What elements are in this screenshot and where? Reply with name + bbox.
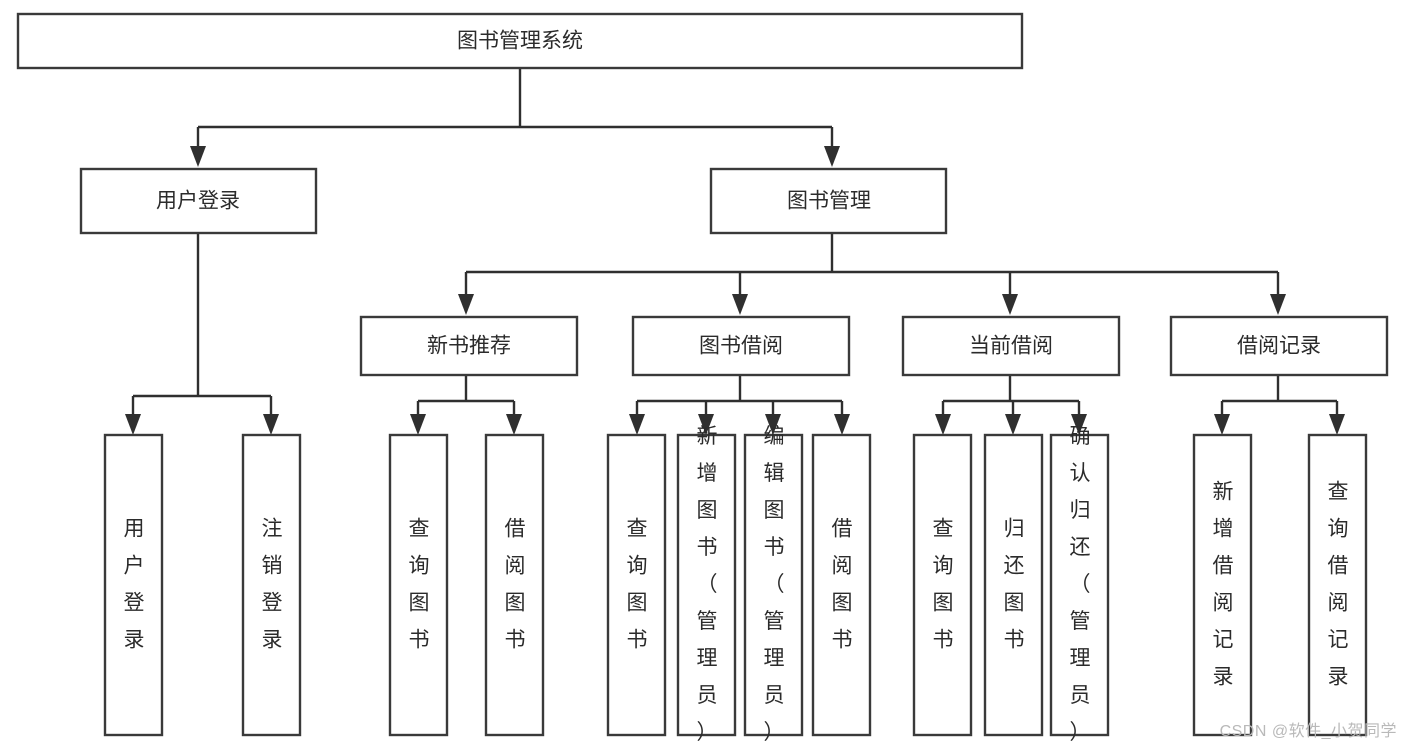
node-leaf-query-record[interactable]: 查询借阅记录 [1307, 433, 1368, 737]
node-leaf-query-book-1[interactable]: 查询图书 [388, 433, 449, 737]
node-book-borrow-box[interactable] [631, 315, 851, 377]
arrow-head-leaf-borrow-book-2 [834, 414, 850, 435]
arrow-head-leaf-query-book-3 [935, 414, 951, 435]
node-leaf-borrow-book-2-box[interactable] [811, 433, 872, 737]
connector-layer [125, 68, 1345, 435]
arrow-head-leaf-user-login [125, 414, 141, 435]
node-leaf-confirm-return-box[interactable] [1049, 433, 1110, 737]
node-new-book-recommend[interactable]: 新书推荐 [359, 315, 579, 377]
node-leaf-query-book-2-label: 查询图书 [627, 517, 648, 651]
arrow-head-book-borrow [732, 294, 748, 315]
node-leaf-query-record-label: 查询借阅记录 [1328, 480, 1349, 688]
node-leaf-confirm-return-label: 确认归还（管理员） [1070, 425, 1091, 744]
node-leaf-user-login[interactable]: 用户登录 [103, 433, 164, 737]
node-leaf-borrow-book-1-box[interactable] [484, 433, 545, 737]
node-leaf-return-book-label: 归还图书 [1004, 517, 1025, 651]
node-user-login[interactable]: 用户登录 [79, 167, 318, 235]
node-leaf-user-login-label: 用户登录 [124, 517, 145, 651]
arrow-head-leaf-query-book-2 [629, 414, 645, 435]
node-leaf-logout-login[interactable]: 注销登录 [241, 433, 302, 737]
arrow-head-leaf-query-record [1329, 414, 1345, 435]
node-current-borrow-box[interactable] [901, 315, 1121, 377]
arrow-head-leaf-return-book [1005, 414, 1021, 435]
connector-current-borrow-to-leaves [935, 375, 1087, 435]
node-book-management[interactable]: 图书管理 [709, 167, 948, 235]
node-leaf-borrow-book-2[interactable]: 借阅图书 [811, 433, 872, 737]
arrow-head-new-book-recommend [458, 294, 474, 315]
node-leaf-query-book-1-box[interactable] [388, 433, 449, 737]
node-leaf-logout-login-box[interactable] [241, 433, 302, 737]
node-leaf-query-book-3[interactable]: 查询图书 [912, 433, 973, 737]
arrow-head-current-borrow [1002, 294, 1018, 315]
node-user-login-label: 用户登录 [156, 190, 240, 213]
arrow-head-leaf-query-book-1 [410, 414, 426, 435]
node-leaf-add-book-label: 新增图书（管理员） [697, 425, 718, 744]
arrow-head-leaf-confirm-return [1071, 414, 1087, 435]
node-book-management-box[interactable] [709, 167, 948, 235]
node-leaf-query-book-3-label: 查询图书 [933, 517, 954, 651]
node-leaf-logout-login-label: 注销登录 [262, 517, 283, 651]
node-borrow-record[interactable]: 借阅记录 [1169, 315, 1389, 377]
node-book-borrow[interactable]: 图书借阅 [631, 315, 851, 377]
node-leaf-add-record-label: 新增借阅记录 [1213, 480, 1234, 688]
node-current-borrow-label: 当前借阅 [969, 335, 1053, 358]
node-leaf-query-book-3-box[interactable] [912, 433, 973, 737]
connector-user-login-to-leaves [125, 233, 279, 435]
node-leaf-add-book-box[interactable] [676, 433, 737, 737]
connector-book-management-to-level3 [458, 233, 1286, 315]
node-book-management-label: 图书管理 [787, 190, 871, 213]
node-new-book-recommend-label: 新书推荐 [427, 335, 511, 358]
arrow-head-leaf-logout-login [263, 414, 279, 435]
node-leaf-borrow-book-2-label: 借阅图书 [832, 517, 853, 651]
node-borrow-record-box[interactable] [1169, 315, 1389, 377]
arrow-head-user-login [190, 146, 206, 167]
connector-borrow-record-to-leaves [1214, 375, 1345, 435]
arrow-head-leaf-add-record [1214, 414, 1230, 435]
node-root-box[interactable] [16, 12, 1024, 70]
csdn-watermark: CSDN @软件_小贺同学 [1219, 723, 1397, 740]
node-root-label: 图书管理系统 [457, 30, 583, 53]
node-leaf-borrow-book-1[interactable]: 借阅图书 [484, 433, 545, 737]
node-leaf-edit-book-box[interactable] [743, 433, 804, 737]
node-leaf-edit-book-label: 编辑图书（管理员） [764, 425, 785, 744]
node-borrow-record-label: 借阅记录 [1237, 335, 1321, 358]
node-leaf-confirm-return[interactable]: 确认归还（管理员） [1049, 425, 1110, 744]
connector-book-borrow-to-leaves [629, 375, 850, 435]
node-leaf-query-book-2[interactable]: 查询图书 [606, 433, 667, 737]
node-leaf-add-record-box[interactable] [1192, 433, 1253, 737]
node-leaf-borrow-book-1-label: 借阅图书 [505, 517, 526, 651]
connector-root-to-level2 [190, 68, 840, 167]
node-leaf-query-record-box[interactable] [1307, 433, 1368, 737]
arrow-head-leaf-borrow-book-1 [506, 414, 522, 435]
node-leaf-query-book-1-label: 查询图书 [409, 517, 430, 651]
node-current-borrow[interactable]: 当前借阅 [901, 315, 1121, 377]
node-root[interactable]: 图书管理系统 [16, 12, 1024, 70]
node-leaf-add-book[interactable]: 新增图书（管理员） [676, 425, 737, 744]
connector-new-book-recommend-to-leaves [410, 375, 522, 435]
node-user-login-box[interactable] [79, 167, 318, 235]
arrow-head-borrow-record [1270, 294, 1286, 315]
node-leaf-return-book[interactable]: 归还图书 [983, 433, 1044, 737]
node-leaf-edit-book[interactable]: 编辑图书（管理员） [743, 425, 804, 744]
node-new-book-recommend-box[interactable] [359, 315, 579, 377]
arrow-head-book-management [824, 146, 840, 167]
node-leaf-query-book-2-box[interactable] [606, 433, 667, 737]
node-leaf-user-login-box[interactable] [103, 433, 164, 737]
node-leaf-add-record[interactable]: 新增借阅记录 [1192, 433, 1253, 737]
node-book-borrow-label: 图书借阅 [699, 335, 783, 358]
arrow-head-leaf-edit-book [765, 414, 781, 435]
node-leaf-return-book-box[interactable] [983, 433, 1044, 737]
arrow-head-leaf-add-book [698, 414, 714, 435]
